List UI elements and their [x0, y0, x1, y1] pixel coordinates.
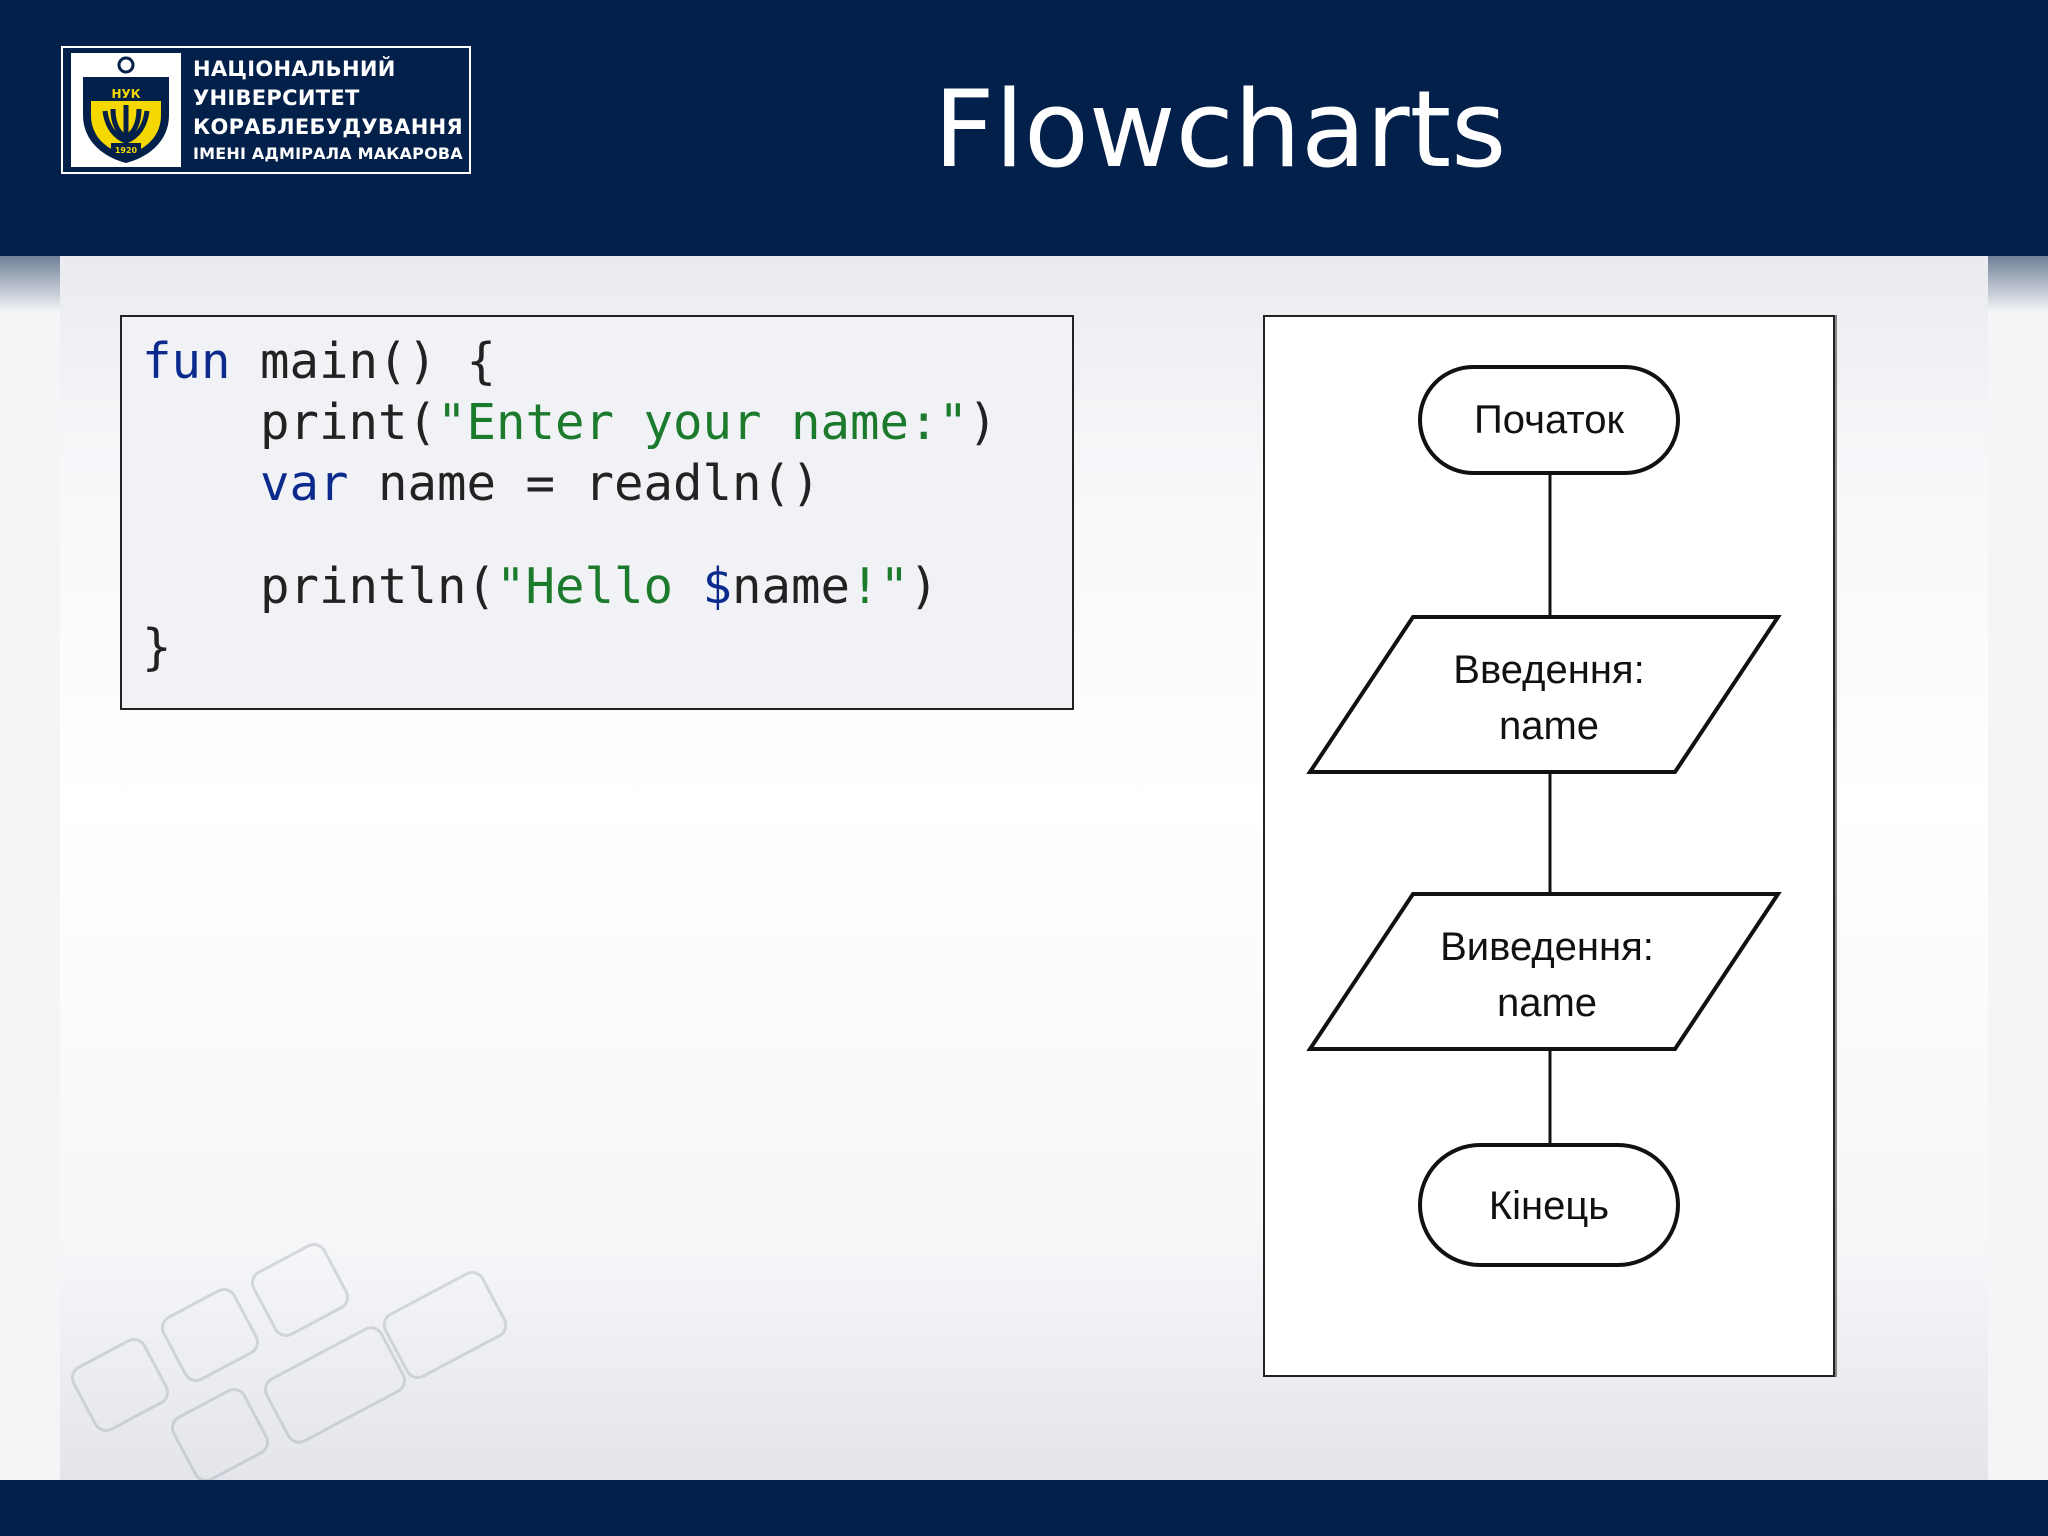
code-token: fun — [142, 333, 231, 390]
input-variable: name — [1499, 704, 1599, 748]
end-label: Кінець — [1489, 1184, 1609, 1228]
code-token: !" — [850, 558, 910, 615]
code-token: name = readln() — [348, 455, 821, 512]
logo-line-1: НАЦІОНАЛЬНИЙ — [193, 56, 396, 81]
code-line: println("Hello $name!") — [142, 556, 1072, 617]
start-label: Початок — [1474, 398, 1624, 442]
code-line — [142, 514, 1072, 556]
code-token: } — [142, 619, 172, 676]
crest-abbreviation: НУК — [111, 87, 140, 101]
code-line: fun main() { — [142, 331, 1072, 392]
code-token: println( — [142, 558, 497, 615]
start-terminal — [1418, 365, 1680, 475]
output-variable: name — [1497, 981, 1597, 1025]
code-line: print("Enter your name:") — [142, 392, 1072, 453]
flowchart-diagram: Початок Введення: name Виведення: name К… — [1306, 365, 1782, 1267]
code-token: "Enter your name:" — [437, 394, 969, 451]
university-crest-icon: НУК 1920 — [71, 53, 181, 167]
code-token: name — [732, 558, 851, 615]
logo-line-3: КОРАБЛЕБУДУВАННЯ — [193, 114, 463, 139]
slide-header — [0, 0, 2048, 256]
output-label: Виведення: — [1440, 925, 1654, 969]
logo-line-2: УНІВЕРСИТЕТ — [193, 85, 360, 110]
slide-title: Flowcharts — [933, 68, 1507, 191]
end-terminal — [1418, 1143, 1680, 1267]
code-block: fun main() { print("Enter your name:") v… — [120, 315, 1074, 710]
code-token: $ — [702, 558, 733, 615]
code-token: ) — [968, 394, 998, 451]
university-logo: НУК 1920 НАЦІОНАЛЬНИЙ УНІВЕРСИТЕТ КОРАБЛ… — [61, 46, 471, 174]
code-token: var — [260, 455, 349, 512]
code-token: print( — [142, 394, 438, 451]
code-token: "Hello — [496, 558, 703, 615]
code-line: } — [142, 617, 1072, 678]
output-parallelogram — [1306, 892, 1782, 1051]
flowchart-panel: Початок Введення: name Виведення: name К… — [1263, 315, 1835, 1377]
code-token: ) — [909, 558, 939, 615]
logo-line-4: ІМЕНІ АДМІРАЛА МАКАРОВА — [193, 143, 463, 163]
code-token — [142, 455, 260, 512]
input-parallelogram — [1306, 615, 1782, 774]
code-line: var name = readln() — [142, 453, 1072, 514]
university-name: НАЦІОНАЛЬНИЙ УНІВЕРСИТЕТ КОРАБЛЕБУДУВАНН… — [193, 55, 463, 166]
input-label: Введення: — [1453, 648, 1644, 692]
code-token: main() { — [230, 333, 497, 390]
slide-footer — [0, 1480, 2048, 1536]
crest-year: 1920 — [115, 146, 138, 155]
keyboard-background-icon — [70, 1243, 508, 1480]
